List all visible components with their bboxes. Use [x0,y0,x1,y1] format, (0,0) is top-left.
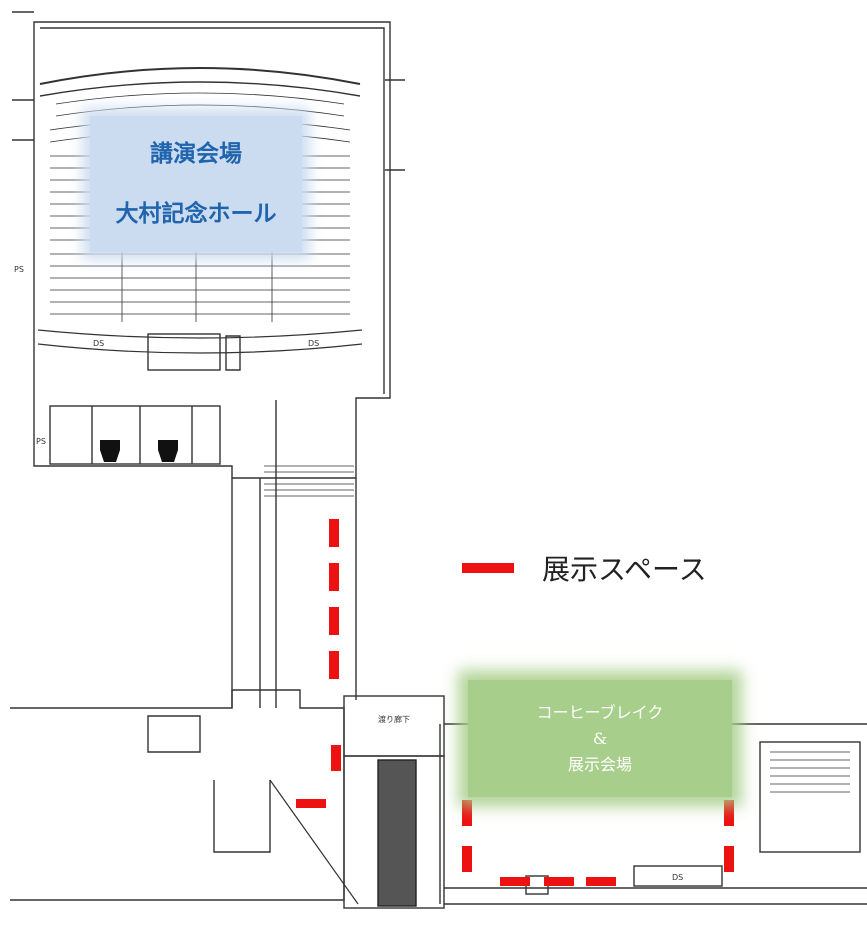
restroom-block [49,405,221,465]
coffee-line1: コーヒーブレイク [536,702,664,722]
ds-bottom-label: DS [672,873,683,882]
exhibit-marker [724,800,734,826]
exhibit-marker [462,800,472,826]
hall-title: 講演会場 [150,140,242,167]
exhibit-marker [544,877,574,886]
exhibit-marker [329,651,339,679]
hall-name: 大村記念ホール [115,200,277,227]
legend-label: 展示スペース [542,553,707,586]
corridor-block [343,695,445,757]
exhibit-marker [331,745,341,771]
coffee-line3: 展示会場 [567,754,632,774]
hall-label: 講演会場 大村記念ホール [90,116,302,252]
exhibit-marker [329,519,339,547]
legend: 展示スペース [462,548,707,588]
exhibit-marker [586,877,616,886]
ps-wc-label: PS [36,437,46,446]
exhibit-marker [724,846,734,872]
stage [39,67,361,85]
escalator [377,759,417,907]
coffee-area-label: コーヒーブレイク & 展示会場 [468,680,732,797]
exhibit-markers [296,519,734,886]
ps-top-label: PS [14,265,24,274]
exhibit-marker [329,607,339,635]
legend-swatch [462,563,514,573]
ds-left-label: DS [93,339,104,348]
ds-right-label: DS [308,339,319,348]
exhibit-marker [462,846,472,872]
restroom-icons [100,440,178,462]
coffee-line2: & [592,728,608,748]
exhibit-marker [500,877,530,886]
exhibit-marker [296,799,326,808]
lower-left-wing [10,689,345,901]
corridor-label: 渡り廊下 [378,714,410,724]
exhibit-marker [329,563,339,591]
